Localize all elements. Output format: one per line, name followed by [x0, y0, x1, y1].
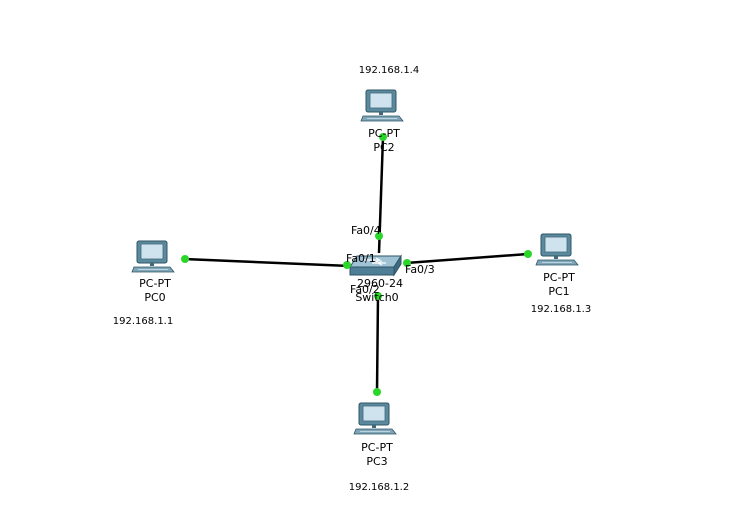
- pc0-name-label: PC0: [144, 291, 165, 304]
- port-label-fa0-1: Fa0/1: [346, 252, 376, 265]
- pc0-ip-label: 192.168.1.1: [113, 316, 173, 327]
- pc2-ip-label: 192.168.1.4: [359, 65, 419, 76]
- port-dot-switch-fa0-1: [343, 261, 351, 269]
- port-label-fa0-3: Fa0/3: [405, 263, 435, 276]
- port-dot-switch-fa0-2: [374, 292, 382, 300]
- pc-icon: [360, 89, 404, 122]
- link-pc0-switch0[interactable]: [183, 257, 351, 268]
- pc3-name-label: PC3: [366, 455, 387, 468]
- switch0-name-label: Switch0: [355, 291, 398, 304]
- switch0-device[interactable]: [349, 254, 402, 277]
- pc3-device[interactable]: [353, 402, 397, 435]
- pc2-model-label: PC-PT: [368, 127, 400, 140]
- pc1-ip-label: 192.168.1.3: [531, 304, 591, 315]
- port-label-fa0-4: Fa0/4: [351, 224, 381, 237]
- switch0-model-label: 2960-24: [357, 277, 403, 290]
- switch-icon: [349, 254, 402, 277]
- port-dot-pc0: [181, 255, 189, 263]
- pc3-ip-label: 192.168.1.2: [349, 482, 409, 493]
- pc0-model-label: PC-PT: [139, 277, 171, 290]
- pc2-name-label: PC2: [373, 141, 394, 154]
- pc2-device[interactable]: [360, 89, 404, 122]
- pc1-device[interactable]: [535, 233, 579, 266]
- port-dot-pc2: [379, 133, 387, 141]
- port-label-fa0-2: Fa0/2: [350, 283, 380, 296]
- pc1-model-label: PC-PT: [543, 271, 575, 284]
- pc-icon: [535, 233, 579, 266]
- port-dot-pc3: [373, 388, 381, 396]
- port-dot-switch-fa0-4: [375, 232, 383, 240]
- pc-icon: [131, 240, 175, 273]
- pc1-name-label: PC1: [548, 285, 569, 298]
- pc0-device[interactable]: [131, 240, 175, 273]
- pc3-model-label: PC-PT: [361, 441, 393, 454]
- link-pc3-switch0[interactable]: [375, 294, 380, 393]
- link-pc1-switch0[interactable]: [405, 252, 529, 265]
- pc-icon: [353, 402, 397, 435]
- port-dot-pc1: [524, 250, 532, 258]
- port-dot-switch-fa0-3: [403, 259, 411, 267]
